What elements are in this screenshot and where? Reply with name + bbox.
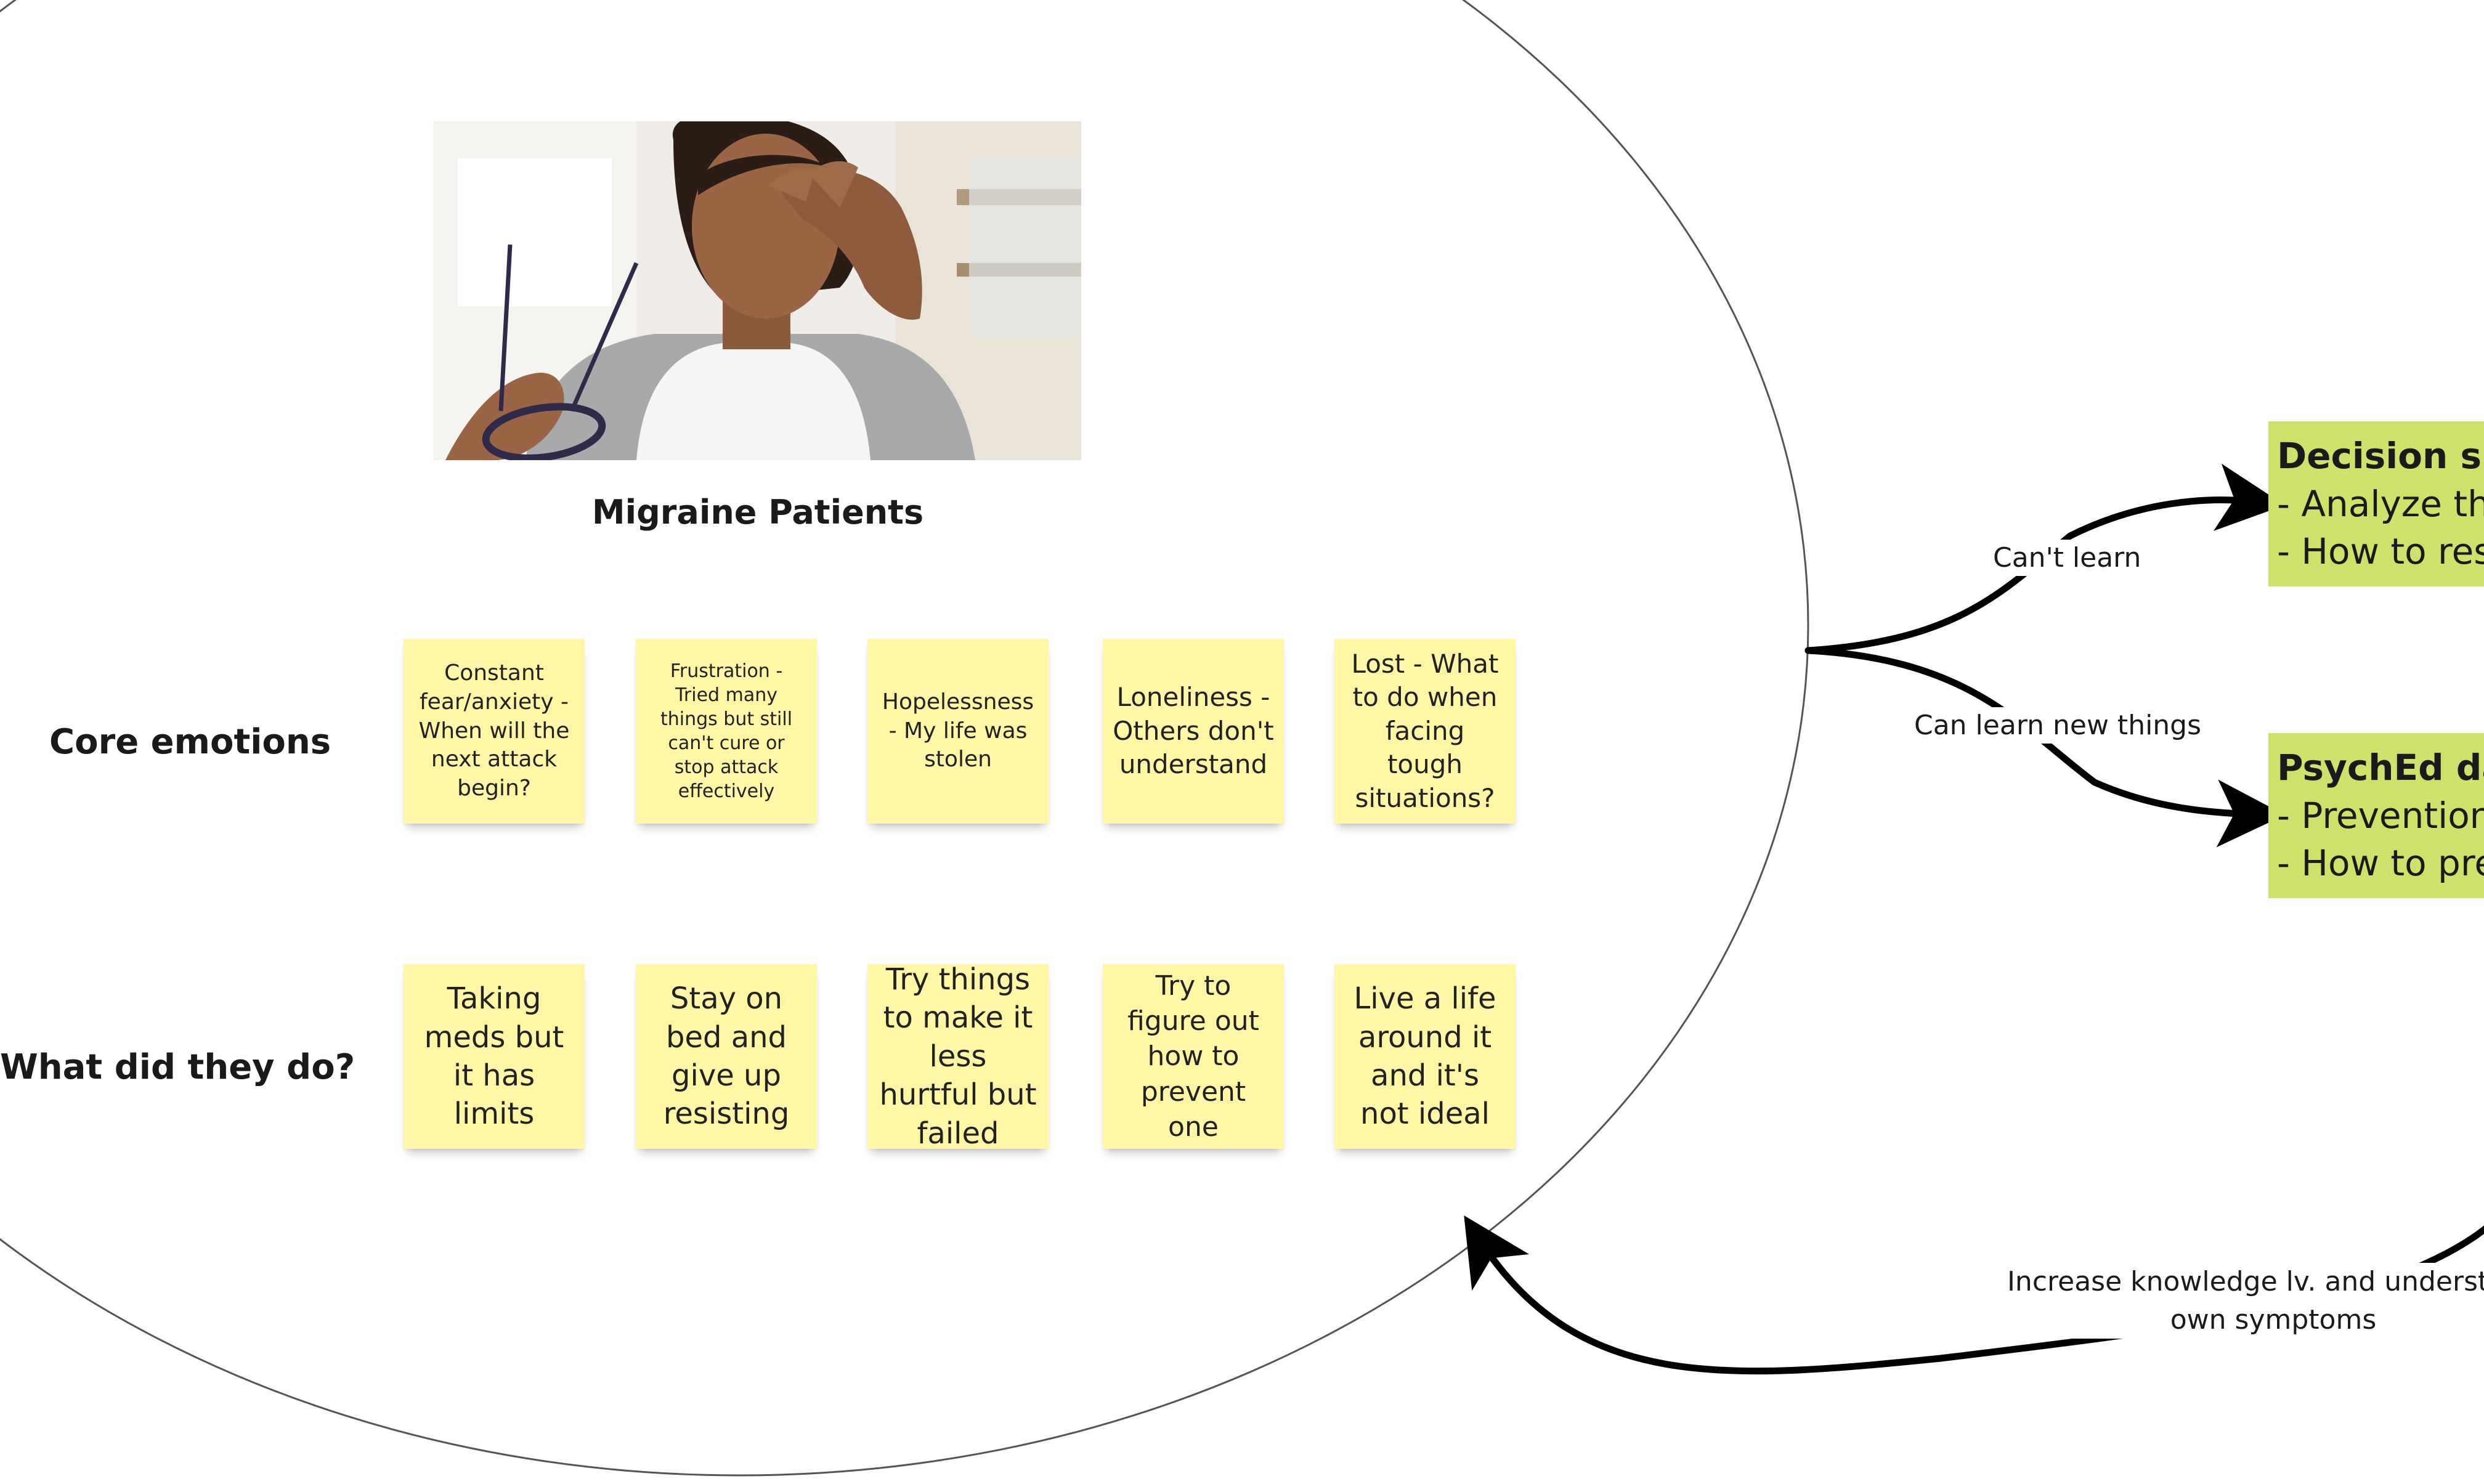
woman-with-headache-image xyxy=(433,121,1081,460)
solution-card-psyched-daily[interactable]: PsychEd dail - Prevention- - How to prep xyxy=(2268,733,2484,898)
persona-title: Migraine Patients xyxy=(591,493,924,532)
sticky-note-frustration[interactable]: Frustration - Tried many things but stil… xyxy=(636,639,817,824)
connector-label-can-learn: Can learn new things xyxy=(1908,707,2208,744)
sticky-note-hopelessness[interactable]: Hopelessness - My life was stolen xyxy=(867,639,1049,824)
sticky-note-lost[interactable]: Lost - What to do when facing tough situ… xyxy=(1334,639,1516,824)
sticky-note-try-things[interactable]: Try things to make it less hurtful but f… xyxy=(867,962,1049,1151)
row-label-core-emotions: Core emotions xyxy=(49,722,331,762)
solution-card-title: Decision sup xyxy=(2277,435,2484,477)
solution-card-line: - Analyze the xyxy=(2277,482,2484,525)
persona-ellipse[interactable] xyxy=(0,0,1809,1477)
connector-label-cant-learn: Can't learn xyxy=(1987,540,2148,576)
feedback-label-line-2: own symptoms xyxy=(2170,1304,2377,1336)
solution-card-title: PsychEd dail xyxy=(2277,747,2484,789)
solution-card-line: - Prevention- xyxy=(2277,794,2484,837)
connector-can-learn[interactable] xyxy=(1804,647,2285,848)
sticky-note-live-around-it[interactable]: Live a life around it and it's not ideal xyxy=(1334,964,1516,1149)
sticky-note-figure-out-prevention[interactable]: Try to figure out how to prevent one xyxy=(1103,964,1284,1149)
connector-label-feedback: Increase knowledge lv. and understand ow… xyxy=(1996,1263,2484,1339)
solution-card-decision-support[interactable]: Decision sup - Analyze the - How to resp xyxy=(2268,421,2484,586)
row-label-what-did-they-do: What did they do? xyxy=(0,1047,355,1087)
sticky-note-loneliness[interactable]: Loneliness - Others don't understand xyxy=(1103,639,1284,824)
sticky-note-fear-anxiety[interactable]: Constant fear/anxiety - When will the ne… xyxy=(404,639,585,824)
solution-card-line: - How to resp xyxy=(2277,530,2484,573)
sticky-note-stay-on-bed[interactable]: Stay on bed and give up resisting xyxy=(636,964,817,1149)
patient-photo[interactable] xyxy=(433,121,1081,460)
solution-card-line: - How to prep xyxy=(2277,842,2484,885)
feedback-label-line-1: Increase knowledge lv. and understand xyxy=(2007,1266,2484,1297)
sticky-note-taking-meds[interactable]: Taking meds but it has limits xyxy=(404,964,585,1149)
